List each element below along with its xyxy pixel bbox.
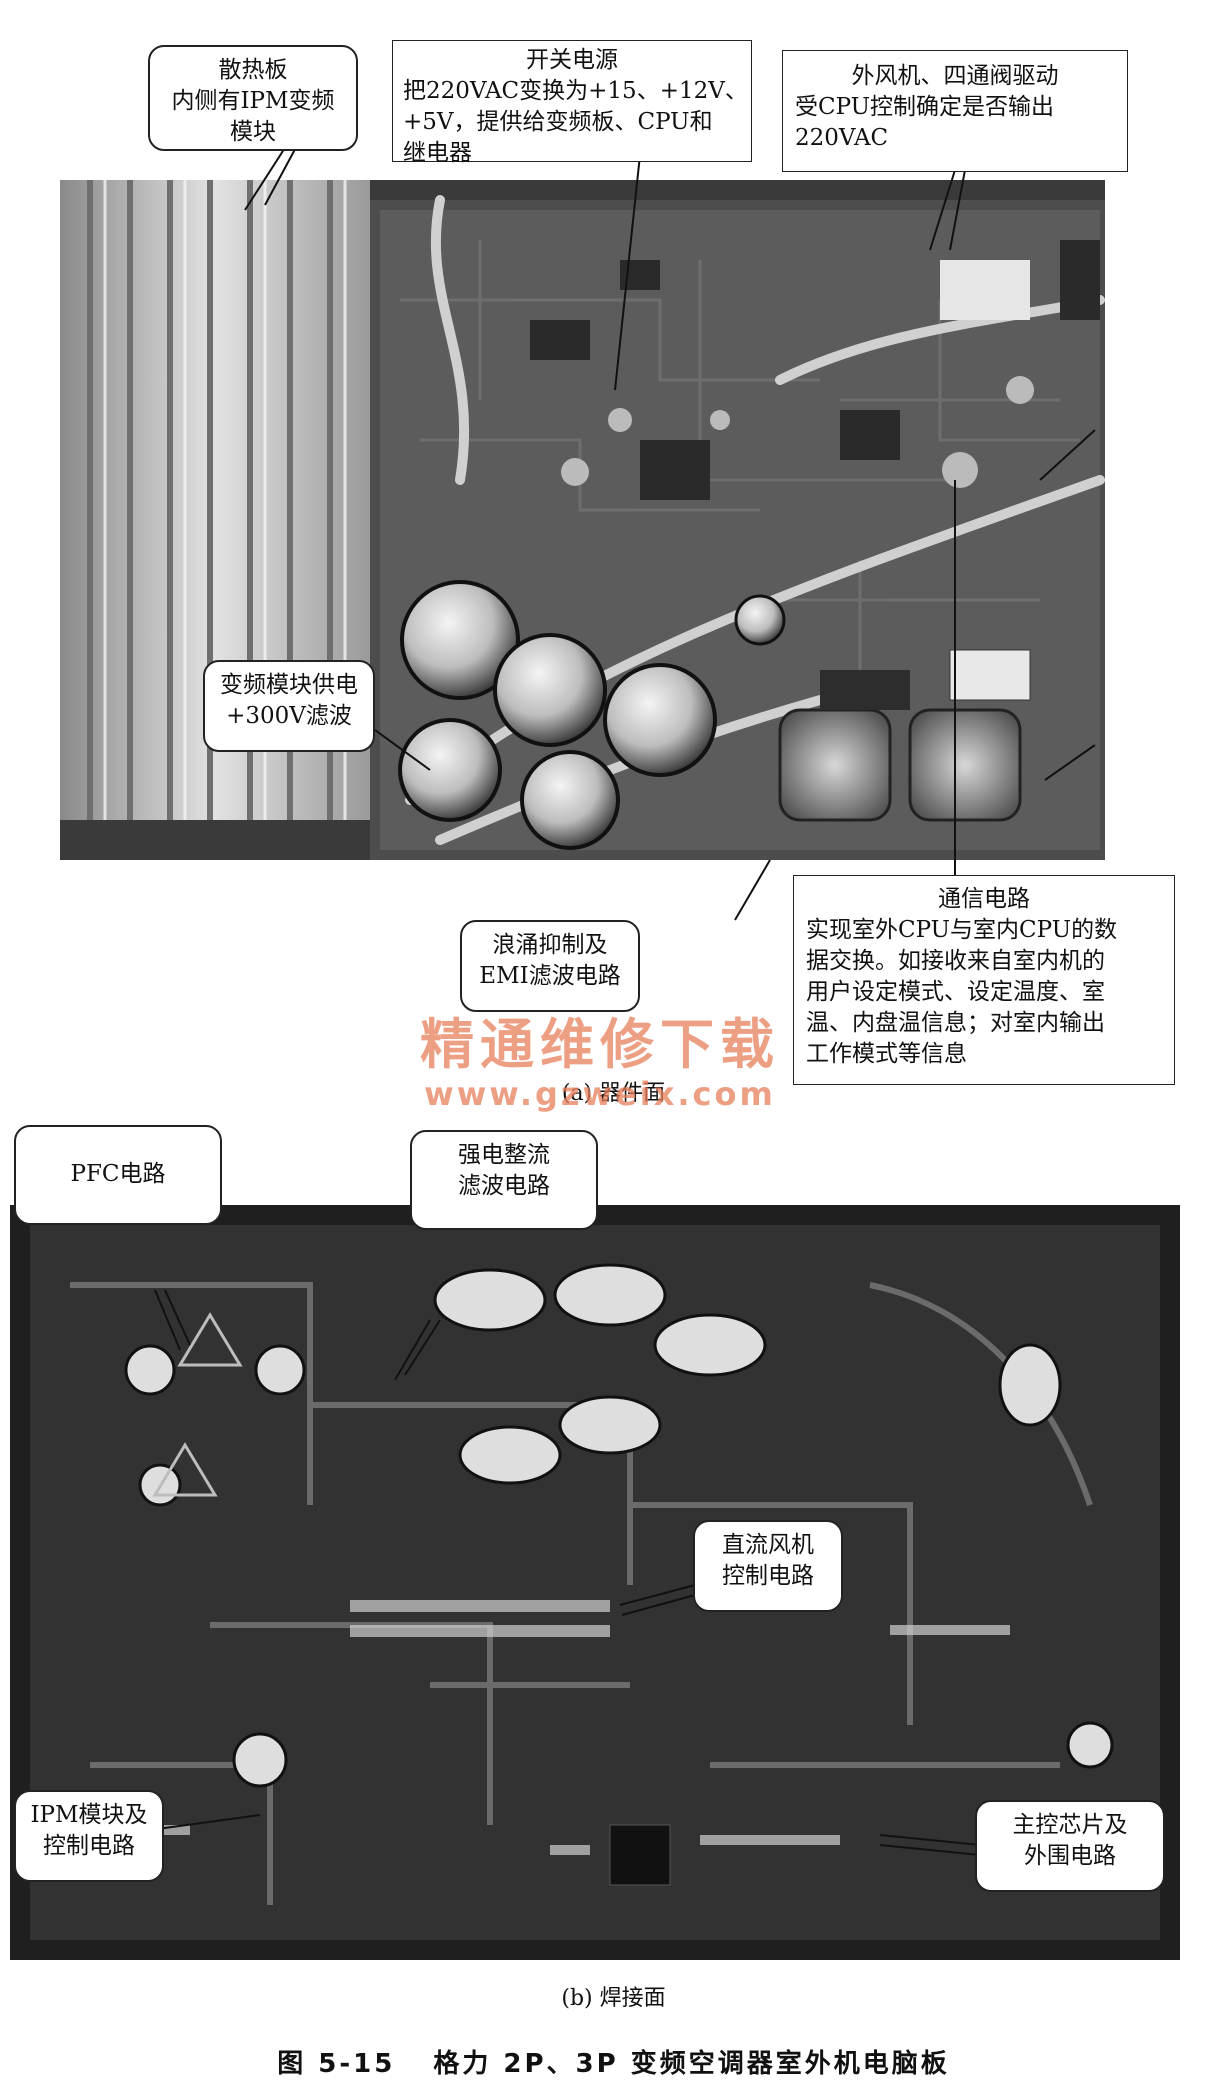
callout-heatsink: 散热板 内侧有IPM变频 模块 [148, 45, 358, 151]
callout-line: 直流风机 [722, 1532, 814, 1558]
callout-communication: 通信电路 实现室外CPU与室内CPU的数 据交换。如接收来自室内机的 用户设定模… [793, 875, 1175, 1085]
callout-line: 主控芯片及 [1012, 1812, 1128, 1838]
callout-line: 温、内盘温信息；对室内输出 [806, 1010, 1105, 1037]
callout-line: +300V滤波 [226, 703, 352, 730]
callout-line: 控制电路 [722, 1563, 814, 1590]
callout-line: 内侧有IPM变频 [171, 88, 335, 115]
callout-ipm-control: IPM模块及 控制电路 [14, 1790, 164, 1882]
callout-line: 220VAC [795, 125, 889, 152]
figure-title-text: 格力 2P、3P 变频空调器室外机电脑板 [433, 2049, 950, 2079]
watermark-text: 精通维修下载 [420, 1013, 780, 1076]
callout-pfc: PFC电路 [14, 1125, 222, 1225]
watermark-url: www.gzweix.com [424, 1075, 776, 1113]
callout-switching-psu: 开关电源 把220VAC变换为+15、+12V、 +5V，提供给变频板、CPU和… [392, 40, 752, 166]
callout-line: 实现室外CPU与室内CPU的数 [806, 917, 1118, 944]
callout-title: 开关电源 [526, 47, 618, 73]
callout-surge-emi: 浪涌抑制及 EMI滤波电路 [460, 920, 640, 1012]
caption-solder-side: (b) 焊接面 [561, 1986, 666, 2011]
callout-line: 强电整流 [458, 1142, 550, 1168]
callout-inverter-supply: 变频模块供电 +300V滤波 [203, 660, 375, 752]
callout-line: IPM模块及 [30, 1802, 148, 1828]
callout-line: 把220VAC变换为+15、+12V、 [403, 78, 748, 105]
callout-line: 用户设定模式、设定温度、室 [806, 979, 1105, 1006]
callout-line: 工作模式等信息 [806, 1041, 967, 1068]
callout-dc-fan-control: 直流风机 控制电路 [693, 1520, 843, 1612]
callout-line: PFC电路 [70, 1161, 166, 1187]
callout-line: 继电器 [403, 140, 472, 167]
figure-title: 图 5-15 格力 2P、3P 变频空调器室外机电脑板 [0, 2043, 1227, 2080]
caption-component-side: (a) 器件面 [561, 1081, 666, 1106]
callout-line: 浪涌抑制及 [492, 932, 608, 958]
callout-line: EMI滤波电路 [479, 963, 621, 990]
callout-line: 模块 [230, 119, 276, 146]
figure-number: 图 5-15 [277, 2049, 396, 2079]
callout-line: +5V，提供给变频板、CPU和 [403, 109, 713, 136]
callout-rectifier-filter: 强电整流 滤波电路 [410, 1130, 598, 1230]
callout-line: 滤波电路 [458, 1173, 550, 1200]
watermark: 精通维修下载 www.gzweix.com [420, 1000, 780, 1113]
callout-line: 外围电路 [1024, 1843, 1116, 1870]
callout-line: 变频模块供电 [220, 672, 358, 698]
component-side-photo [60, 180, 1105, 860]
callout-title: 通信电路 [938, 886, 1030, 912]
callout-main-chip: 主控芯片及 外围电路 [975, 1800, 1165, 1892]
callout-line: 据交换。如接收来自室内机的 [806, 948, 1105, 975]
callout-line: 控制电路 [43, 1833, 135, 1860]
callout-fan-valve-driver: 外风机、四通阀驱动 受CPU控制确定是否输出 220VAC [782, 50, 1128, 172]
callout-line: 散热板 [218, 57, 288, 83]
callout-line: 受CPU控制确定是否输出 [795, 94, 1055, 121]
callout-line: 外风机、四通阀驱动 [851, 63, 1059, 89]
